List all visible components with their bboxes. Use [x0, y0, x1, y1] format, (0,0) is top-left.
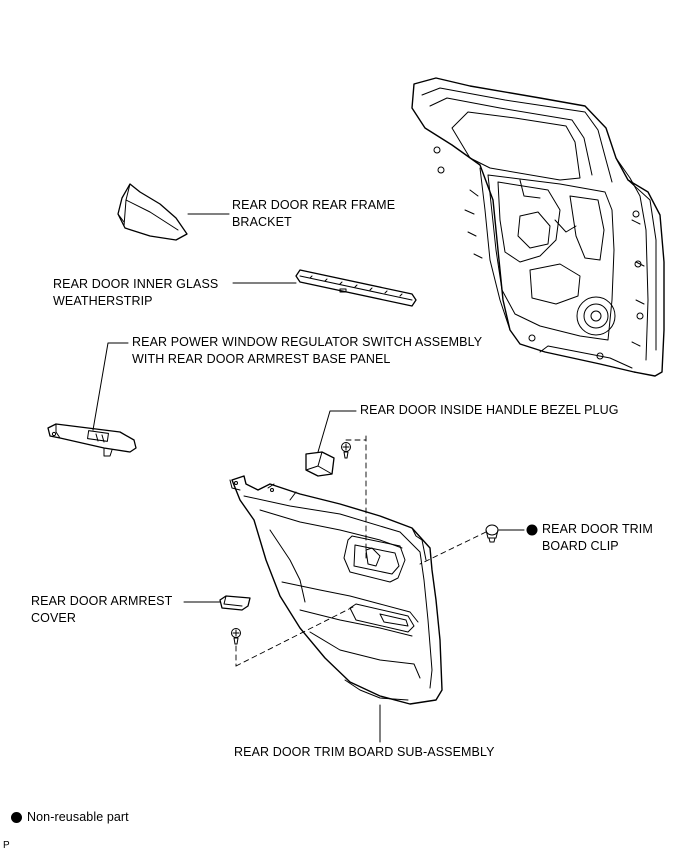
label-trim-clip: REAR DOOR TRIM BOARD CLIP: [542, 522, 653, 553]
label-frame-bracket: REAR DOOR REAR FRAME BRACKET: [232, 198, 396, 229]
screw-upper: [341, 442, 351, 459]
trim-board-clip-part: [485, 524, 499, 543]
window-switch-part: [47, 423, 137, 457]
leader-window-switch: [92, 342, 129, 431]
legend-non-reusable-text: Non-reusable part: [27, 810, 129, 824]
armrest-cover-part: [219, 595, 251, 611]
label-handle-bezel-plug: REAR DOOR INSIDE HANDLE BEZEL PLUG: [360, 403, 619, 417]
trim-board-part: [229, 475, 443, 705]
non-reusable-marker: [526, 524, 538, 536]
rear-frame-bracket-part: [117, 183, 188, 241]
inner-glass-weatherstrip-part: [295, 269, 417, 307]
label-trim-board: REAR DOOR TRIM BOARD SUB-ASSEMBLY: [234, 745, 495, 759]
label-armrest-cover: REAR DOOR ARMREST COVER: [31, 594, 173, 625]
rear-door-inner-panel: [411, 77, 665, 377]
footer-mark: P: [3, 840, 10, 851]
label-window-switch: REAR POWER WINDOW REGULATOR SWITCH ASSEM…: [132, 335, 483, 366]
label-glass-weatherstrip: REAR DOOR INNER GLASS WEATHERSTRIP: [53, 277, 219, 308]
legend-non-reusable-icon: [11, 812, 22, 823]
screw-lower: [231, 628, 241, 645]
assembly-dash-lines: [235, 435, 487, 667]
leader-bezel-plug: [317, 410, 357, 453]
handle-bezel-plug-part: [305, 451, 335, 477]
